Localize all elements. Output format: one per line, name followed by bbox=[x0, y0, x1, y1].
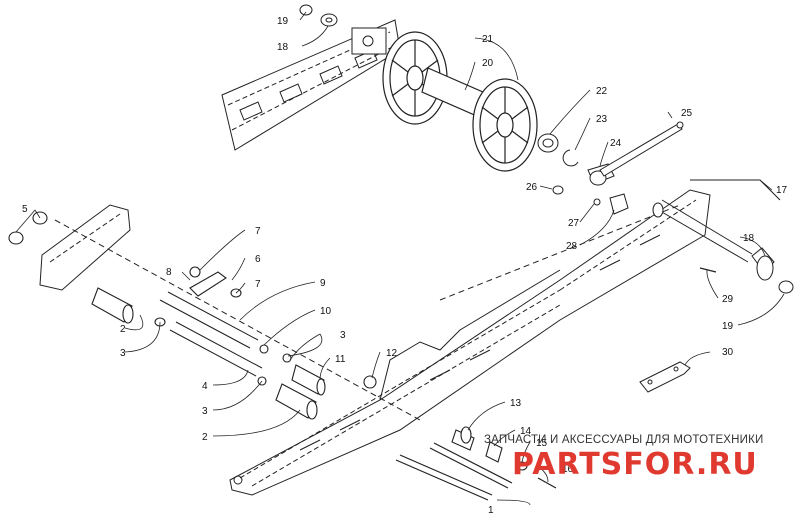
callout-26: 26 bbox=[526, 182, 538, 193]
upper-rail-assembly bbox=[221, 19, 401, 151]
callout-11: 11 bbox=[335, 354, 346, 365]
callout-13: 13 bbox=[510, 398, 522, 409]
callout-19b: 19 bbox=[722, 321, 734, 332]
callout-29: 29 bbox=[722, 294, 734, 305]
callout-16: 16 bbox=[562, 464, 574, 475]
callout-30: 30 bbox=[722, 347, 734, 358]
callout-12: 12 bbox=[386, 348, 398, 359]
callouts bbox=[15, 11, 785, 506]
callout-28: 28 bbox=[566, 241, 578, 252]
watermark-caption: ЗАПЧАСТИ И АКСЕССУАРЫ ДЛЯ МОТОТЕХНИКИ bbox=[484, 434, 764, 446]
callout-23: 23 bbox=[596, 114, 608, 125]
callout-27: 27 bbox=[568, 218, 580, 229]
callout-1: 1 bbox=[488, 505, 494, 516]
idler-wheel-left bbox=[382, 31, 448, 125]
lower-rollers bbox=[8, 211, 528, 471]
callout-21: 21 bbox=[482, 34, 494, 45]
watermark: ЗАПЧАСТИ И АКСЕССУАРЫ ДЛЯ МОТОТЕХНИКИ PA… bbox=[484, 434, 764, 482]
callout-17: 17 bbox=[776, 185, 788, 196]
callout-10: 10 bbox=[320, 306, 332, 317]
callout-18a: 18 bbox=[277, 42, 289, 53]
callout-24: 24 bbox=[610, 138, 622, 149]
upper-small-parts bbox=[299, 4, 684, 215]
lower-shafts bbox=[54, 204, 681, 421]
callout-2a: 2 bbox=[120, 324, 126, 335]
callout-2b: 2 bbox=[202, 432, 208, 443]
callout-5: 5 bbox=[22, 204, 28, 215]
right-side-parts bbox=[652, 179, 794, 294]
callout-18b: 18 bbox=[743, 233, 755, 244]
callout-6: 6 bbox=[255, 254, 261, 265]
idler-wheel-right bbox=[472, 78, 538, 172]
callout-19a: 19 bbox=[277, 16, 289, 27]
callout-20: 20 bbox=[482, 58, 494, 69]
callout-8: 8 bbox=[166, 267, 172, 278]
bracket-part-30 bbox=[639, 361, 691, 393]
callout-4: 4 bbox=[202, 381, 208, 392]
callout-14: 14 bbox=[520, 426, 532, 437]
callout-7a: 7 bbox=[255, 226, 261, 237]
callout-labels: 1 2 2 3 3 3 4 5 6 7 7 8 9 10 11 12 13 14… bbox=[22, 16, 788, 516]
lower-rail bbox=[39, 189, 711, 496]
callout-7b: 7 bbox=[255, 279, 261, 290]
long-bolts bbox=[395, 267, 717, 501]
callout-3c: 3 bbox=[202, 406, 208, 417]
callout-22: 22 bbox=[596, 86, 608, 97]
callout-3a: 3 bbox=[120, 348, 126, 359]
callout-3b: 3 bbox=[340, 330, 346, 341]
callout-9: 9 bbox=[320, 278, 326, 289]
callout-25: 25 bbox=[681, 108, 693, 119]
watermark-logo: PARTSFOR.RU bbox=[512, 447, 758, 482]
callout-15: 15 bbox=[536, 438, 548, 449]
